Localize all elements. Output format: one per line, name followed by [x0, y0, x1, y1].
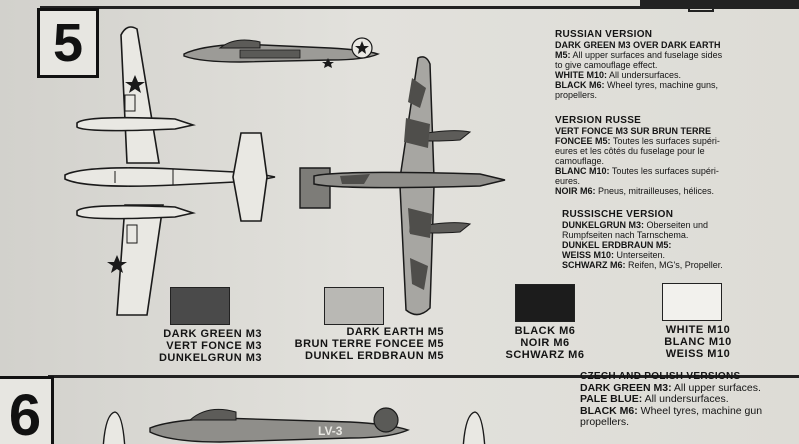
english-line6: propellers. [555, 90, 598, 100]
aircraft-camouflage-plan-view [299, 56, 506, 316]
english-line3: to give camouflage effect. [555, 60, 658, 70]
french-line6: eures. [555, 176, 581, 186]
swatch-white [662, 283, 722, 321]
french-line2: Toutes les surfaces supéri- [610, 136, 720, 146]
french-line5-label: BLANC M10: [555, 166, 610, 176]
legend-white-line1: WHITE M10 [665, 324, 731, 336]
scheme-5-number: 5 [37, 8, 99, 78]
legend-white: WHITE M10 BLANC M10 WEISS M10 [648, 324, 748, 360]
scheme6-line4: propellers. [580, 416, 630, 428]
english-line5-label: BLACK M6: [555, 80, 605, 90]
french-line7-label: NOIR M6: [555, 186, 596, 196]
scheme6-line3: Wheel tyres, machine gun [637, 404, 763, 417]
scheme6-instructions: CZECH AND POLISH VERSIONS DARK GREEN M3:… [580, 371, 799, 429]
top-border-line [40, 6, 799, 9]
french-line3: eures et les côtés du fuselage pour le [555, 146, 705, 156]
legend-black: BLACK M6 NOIR M6 SCHWARZ M6 [490, 325, 600, 361]
legend-dark-earth-line1: DARK EARTH M5 [346, 326, 444, 338]
french-line5: Toutes les surfaces supéri- [609, 166, 719, 176]
english-line1: DARK GREEN M3 OVER DARK EARTH [555, 40, 721, 50]
legend-dark-earth-line3: DUNKEL ERDBRAUN M5 [305, 350, 444, 362]
scheme6-line1: All upper surfaces. [671, 381, 761, 394]
scheme6-wing-outline-right [462, 411, 486, 444]
legend-dark-green-line2: VERT FONCE M3 [166, 340, 262, 352]
french-instructions: VERSION RUSSE VERT FONCE M3 SUR BRUN TER… [555, 115, 795, 197]
scheme6-line3-label: BLACK M6: [580, 404, 638, 417]
legend-dark-green-line1: DARK GREEN M3 [163, 328, 262, 340]
english-line2: All upper surfaces and fuselage sides [570, 50, 723, 60]
legend-black-line1: BLACK M6 [514, 325, 576, 337]
scheme-6-number: 6 [0, 376, 54, 444]
english-line4-label: WHITE M10: [555, 70, 608, 80]
scheme6-line2-label: PALE BLUE: [580, 393, 643, 405]
swatch-black [515, 284, 575, 322]
german-line4-label: WEISS M10: [562, 250, 615, 260]
top-border-bar [640, 0, 799, 6]
german-line5-label: SCHWARZ M6: [562, 260, 626, 270]
german-instructions: RUSSISCHE VERSION DUNKELGRUN M3: Obersei… [562, 209, 794, 271]
german-line4: Unterseiten. [614, 250, 666, 260]
german-line1-label: DUNKELGRUN M3: [562, 220, 644, 230]
german-line2: Rumpfseiten nach Tarnschema. [562, 230, 689, 240]
scheme6-wing-outline-left [102, 411, 126, 444]
legend-black-line2: NOIR M6 [520, 337, 570, 349]
legend-dark-earth-line2: BRUN TERRE FONCEE M5 [294, 338, 444, 350]
french-line1: VERT FONCE M3 SUR BRUN TERRE [555, 126, 712, 136]
legend-dark-earth: DARK EARTH M5 BRUN TERRE FONCEE M5 DUNKE… [268, 326, 444, 362]
scheme6-line1-label: DARK GREEN M3: [580, 381, 672, 394]
legend-black-line3: SCHWARZ M6 [505, 349, 585, 361]
page-number-tab [688, 0, 714, 12]
legend-white-line3: WEISS M10 [665, 348, 731, 360]
french-line2-label: FONCEE M5: [555, 136, 611, 146]
aircraft-top-view-plan [64, 26, 276, 316]
french-line7: Pneus, mitrailleuses, hélices. [595, 186, 715, 196]
swatch-dark-green [170, 287, 230, 325]
scheme6-fuselage-code: LV-3 [318, 424, 343, 438]
german-line1: Oberseiten und [644, 220, 709, 230]
scheme6-line2: All undersurfaces. [642, 393, 729, 405]
english-line5: Wheel tyres, machine guns, [604, 80, 719, 90]
swatch-dark-earth [324, 287, 384, 325]
french-line4: camouflage. [555, 156, 605, 166]
legend-dark-green: DARK GREEN M3 VERT FONCE M3 DUNKELGRUN M… [130, 328, 262, 364]
legend-white-line2: BLANC M10 [664, 336, 732, 348]
english-heading: RUSSIAN VERSION [555, 29, 653, 40]
german-line3: DUNKEL ERDBRAUN M5: [562, 240, 672, 250]
german-heading: RUSSISCHE VERSION [562, 209, 674, 220]
french-heading: VERSION RUSSE [555, 115, 642, 126]
english-line2-label: M5: [555, 50, 571, 60]
aircraft-side-view [183, 37, 380, 68]
scheme6-heading: CZECH AND POLISH VERSIONS [580, 371, 741, 382]
scheme6-aircraft-side-view: LV-3 [149, 407, 410, 443]
legend-dark-green-line3: DUNKELGRUN M3 [158, 352, 262, 364]
english-line4: All undersurfaces. [607, 70, 682, 80]
section-separator [48, 375, 799, 378]
english-instructions: RUSSIAN VERSION DARK GREEN M3 OVER DARK … [555, 29, 795, 101]
german-line5: Reifen, MG's, Propeller. [625, 260, 723, 270]
